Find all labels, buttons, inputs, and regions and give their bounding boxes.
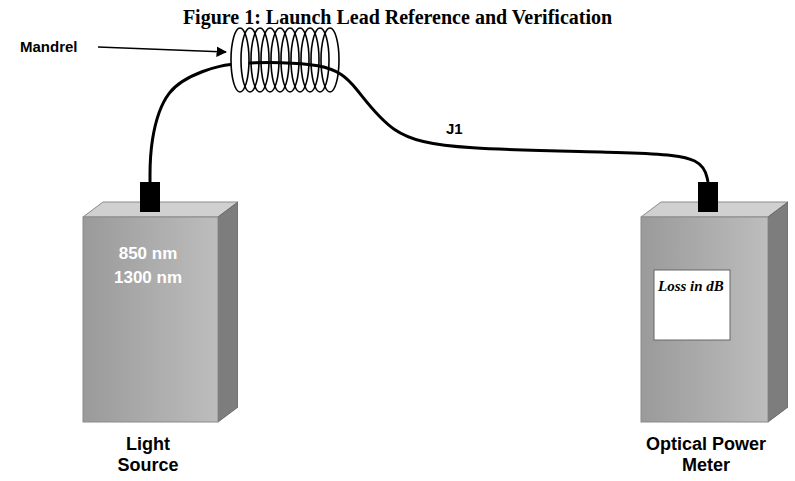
coil-winding <box>231 28 249 92</box>
power-meter: Loss in dBOptical Power Meter <box>636 182 788 427</box>
light-source: 850 nm1300 nmLight Source <box>78 182 238 427</box>
coil-winding <box>311 28 329 92</box>
cable-label: J1 <box>446 120 463 137</box>
connector <box>140 182 160 212</box>
mandrel-coil <box>231 28 339 92</box>
display-panel <box>654 270 730 340</box>
device-name: Light Source <box>98 434 198 475</box>
coil-winding <box>261 28 279 92</box>
coil-winding <box>251 28 269 92</box>
coil-winding <box>291 28 309 92</box>
wavelength-label: 850 nm <box>83 244 213 264</box>
coil-winding <box>241 28 259 92</box>
part-label: Mandrel <box>20 38 78 55</box>
wavelength-label: 1300 nm <box>83 268 213 288</box>
leader-arrow <box>98 47 226 52</box>
device-body <box>636 182 788 427</box>
coil-winding <box>321 28 339 92</box>
device-body <box>78 182 238 427</box>
coil-winding <box>301 28 319 92</box>
device-name: Optical Power Meter <box>636 434 776 475</box>
connector <box>698 182 718 212</box>
display-text: Loss in dB <box>658 278 728 295</box>
coil-winding <box>271 28 289 92</box>
figure-title: Figure 1: Launch Lead Reference and Veri… <box>0 6 795 29</box>
coil-winding <box>281 28 299 92</box>
